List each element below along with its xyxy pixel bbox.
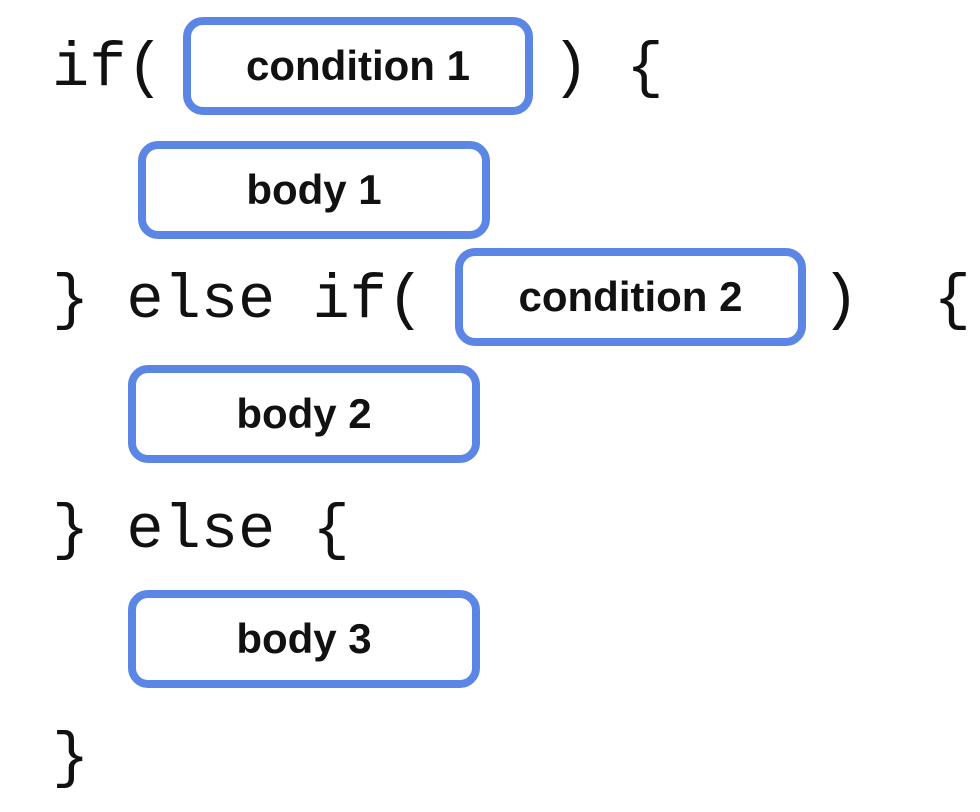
condition-2-box: condition 2: [455, 248, 806, 346]
if-keyword: if(: [52, 33, 164, 104]
condition-1-box: condition 1: [183, 17, 533, 115]
if-close-paren-brace: ) {: [552, 33, 664, 104]
closing-brace: }: [52, 723, 90, 794]
body-3-box: body 3: [128, 590, 480, 688]
body-2-box: body 2: [128, 365, 480, 463]
else-if-close-paren-brace: ) {: [822, 265, 971, 336]
else-if-keyword: } else if(: [52, 265, 425, 336]
else-keyword: } else {: [52, 495, 350, 566]
body-1-box: body 1: [138, 141, 490, 239]
